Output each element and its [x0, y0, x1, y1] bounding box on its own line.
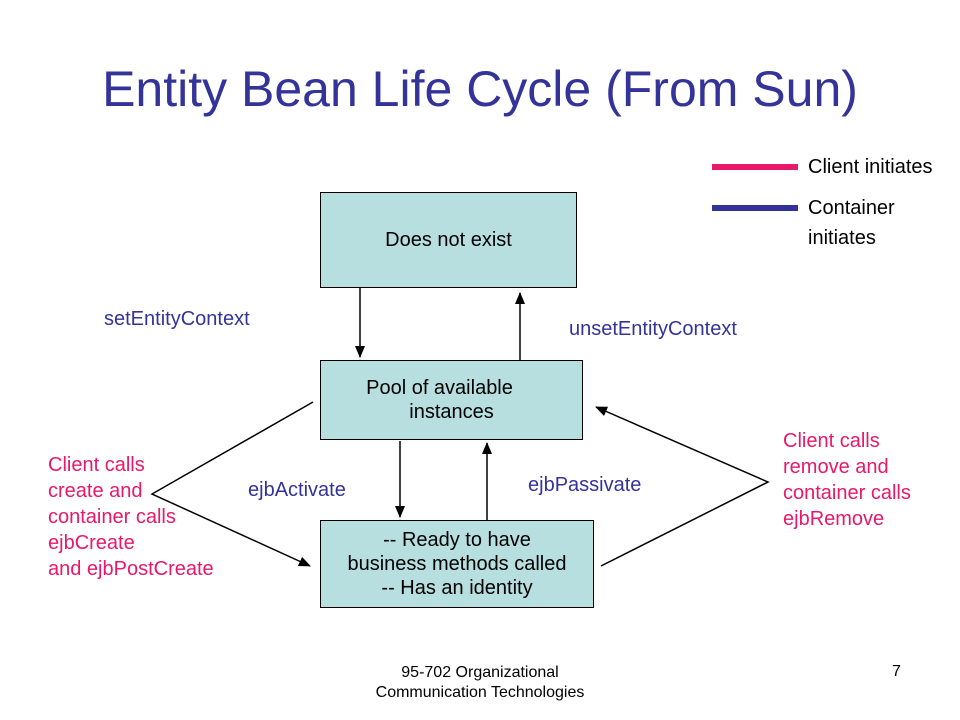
- remove-label-line: ejbRemove: [783, 508, 885, 530]
- create-label-line: Client calls: [48, 454, 145, 476]
- ejb-activate-label: ejbActivate: [248, 479, 346, 501]
- state-ready-line2: business methods called: [347, 553, 567, 575]
- state-ready: -- Ready to have business methods called…: [320, 520, 594, 608]
- state-pool: Pool of available instances: [320, 360, 583, 440]
- create-label-line: ejbCreate: [48, 532, 135, 554]
- state-ready-line3: -- Has an identity: [381, 577, 533, 599]
- page-number: 7: [892, 663, 901, 680]
- state-does-not-exist: Does not exist: [320, 192, 577, 288]
- remove-label-line: Client calls: [783, 430, 880, 452]
- create-label-line: and ejbPostCreate: [48, 558, 214, 580]
- remove-label-line: remove and: [783, 456, 889, 478]
- legend-client-line: [712, 164, 798, 170]
- remove-transition-label: Client calls remove and container calls …: [783, 428, 911, 532]
- ejb-passivate-label: ejbPassivate: [528, 474, 642, 496]
- create-transition-label: Client calls create and container calls …: [48, 452, 214, 582]
- legend-client-label: Client initiates: [808, 156, 933, 178]
- footer-line1: 95-702 Organizational: [401, 664, 559, 681]
- slide-title: Entity Bean Life Cycle (From Sun): [102, 61, 858, 117]
- unset-entity-context-label: unsetEntityContext: [569, 318, 737, 340]
- state-does-not-exist-label: Does not exist: [385, 229, 512, 251]
- create-arrow: [150, 401, 314, 567]
- remove-label-line: container calls: [783, 482, 911, 504]
- footer: 95-702 Organizational Communication Tech…: [0, 663, 960, 703]
- state-ready-line1: -- Ready to have: [383, 529, 531, 551]
- legend-container-label-line2: initiates: [808, 227, 876, 249]
- state-pool-line2: instances: [409, 401, 494, 423]
- legend-container-label: Container initiates: [808, 193, 895, 253]
- legend-container-line: [712, 205, 798, 211]
- remove-arrow: [595, 406, 770, 567]
- footer-line2: Communication Technologies: [375, 684, 585, 701]
- set-entity-context-label: setEntityContext: [104, 308, 250, 330]
- state-pool-line1: Pool of available: [366, 377, 513, 399]
- legend-container-label-line1: Container: [808, 197, 895, 219]
- create-label-line: container calls: [48, 506, 176, 528]
- create-label-line: create and: [48, 480, 143, 502]
